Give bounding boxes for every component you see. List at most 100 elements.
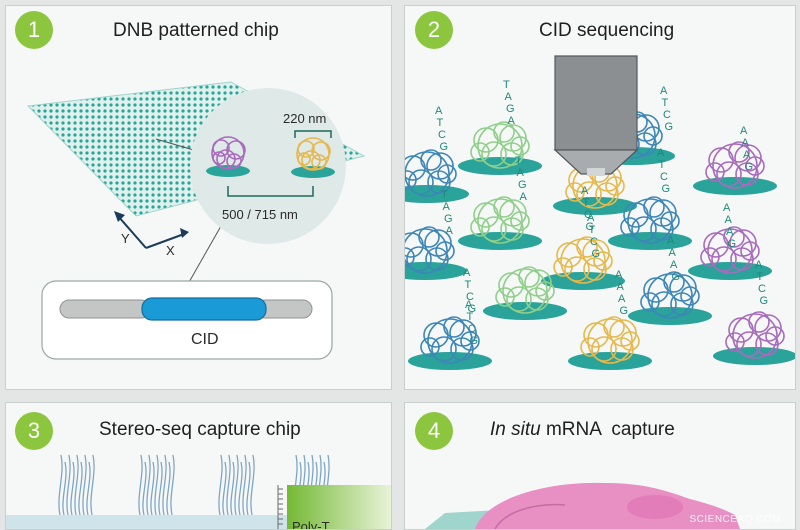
gradient-legend bbox=[287, 485, 391, 529]
pitch-label: 500 / 715 nm bbox=[222, 207, 298, 222]
base-letter: G bbox=[444, 213, 453, 225]
base-letter: T bbox=[662, 97, 669, 109]
dnb-cluster bbox=[408, 316, 492, 370]
capture-probe-strand bbox=[62, 461, 67, 516]
base-letter: G bbox=[470, 335, 479, 347]
panel-dnb-patterned-chip: 1 DNB patterned chip Y X bbox=[5, 5, 392, 390]
panel-in-situ-mrna-capture: 4 In situ mRNA capture SCIENCEAQ.COM bbox=[404, 402, 796, 530]
capture-probe-strand bbox=[162, 454, 167, 516]
base-letter: A bbox=[581, 185, 589, 197]
capture-probe-strand bbox=[242, 454, 247, 516]
capture-probe-strand bbox=[154, 454, 159, 516]
dnb-purple bbox=[211, 136, 246, 170]
base-letter: A bbox=[660, 85, 668, 97]
panel-stereo-seq-capture-chip: 3 Stereo-seq capture chip Poly-T bbox=[5, 402, 392, 530]
size-bracket bbox=[294, 130, 332, 138]
base-letter: A bbox=[755, 259, 763, 271]
base-letter: T bbox=[467, 311, 474, 323]
panel-4-title-italic: In situ bbox=[490, 419, 541, 440]
capture-probe-strand bbox=[146, 454, 151, 516]
base-letter: A bbox=[463, 267, 471, 279]
dnb-cluster bbox=[458, 121, 542, 175]
ruler-ticks bbox=[278, 488, 283, 525]
sequencer-objective bbox=[553, 55, 639, 176]
poly-t-partial-label: Poly-T bbox=[292, 519, 330, 530]
base-letter: G bbox=[440, 141, 449, 153]
dnb-cluster bbox=[405, 226, 467, 280]
base-letter: G bbox=[586, 221, 595, 233]
base-letter: A bbox=[740, 125, 748, 137]
base-letter: C bbox=[660, 171, 668, 183]
x-axis-arrow-icon bbox=[180, 228, 189, 238]
panel-1-number-badge: 1 bbox=[15, 11, 53, 49]
panel-4-title-rest: mRNA capture bbox=[540, 419, 675, 440]
capture-probe-strand bbox=[78, 461, 83, 516]
dnb-pad-left bbox=[206, 165, 250, 177]
base-letter: A bbox=[743, 149, 751, 161]
capture-probe-strand bbox=[218, 454, 223, 516]
y-axis-arrow-icon bbox=[114, 211, 125, 222]
capture-probe-strand bbox=[90, 454, 95, 516]
base-letter: C bbox=[663, 109, 671, 121]
base-letter: A bbox=[587, 212, 595, 224]
zoom-circle bbox=[190, 88, 346, 244]
cid-label: CID bbox=[191, 331, 219, 348]
dnb-yellow bbox=[296, 137, 331, 171]
capture-probe-strand bbox=[150, 461, 155, 516]
dnb-cluster bbox=[608, 196, 692, 250]
dnb-cluster bbox=[541, 236, 625, 290]
base-letter: A bbox=[657, 147, 665, 159]
base-letter: T bbox=[659, 159, 666, 171]
capture-probe-strand bbox=[82, 454, 87, 516]
dnb-pad-right bbox=[291, 166, 335, 178]
base-letter: T bbox=[465, 279, 472, 291]
axis-x-label: X bbox=[166, 243, 175, 258]
base-letter: G bbox=[592, 248, 601, 260]
base-letter: G bbox=[672, 271, 681, 283]
base-letter: C bbox=[438, 129, 446, 141]
capture-probe-strand bbox=[142, 461, 147, 516]
watermark: SCIENCEAQ.COM bbox=[689, 514, 781, 525]
cid-barcode-segment bbox=[141, 297, 267, 321]
capture-probe-strand bbox=[246, 461, 251, 516]
dnb-cluster bbox=[628, 271, 712, 325]
capture-probe-strand bbox=[58, 454, 63, 516]
tissue-lobe bbox=[627, 495, 683, 519]
base-letter: G bbox=[620, 305, 629, 317]
capture-probe-strand bbox=[166, 461, 171, 516]
dnb-size-label: 220 nm bbox=[283, 111, 326, 126]
capture-probe-strand bbox=[170, 454, 175, 516]
dnb-cluster bbox=[405, 149, 469, 203]
cid-adapter-left bbox=[59, 299, 151, 319]
base-letter: A bbox=[446, 225, 454, 237]
base-letter: A bbox=[435, 105, 443, 117]
base-letter: G bbox=[468, 303, 477, 315]
base-letter: A bbox=[465, 299, 473, 311]
base-letter: T bbox=[441, 189, 448, 201]
dnb-cluster bbox=[688, 226, 772, 280]
panel-4-number-badge: 4 bbox=[415, 412, 453, 450]
base-letter: G bbox=[760, 295, 769, 307]
zoom-line-bottom bbox=[183, 225, 222, 292]
base-letter: A bbox=[517, 167, 525, 179]
base-letter: T bbox=[437, 117, 444, 129]
tissue-section-fold bbox=[494, 503, 566, 529]
base-letter: T bbox=[503, 79, 510, 91]
base-letter: T bbox=[583, 197, 590, 209]
panel-3-number-badge: 3 bbox=[15, 412, 53, 450]
capture-probe-strand bbox=[234, 454, 239, 516]
base-letter: C bbox=[468, 323, 476, 335]
dnb-cluster bbox=[693, 141, 777, 195]
base-letter: T bbox=[589, 224, 596, 236]
capture-chip-illustration: Poly-T bbox=[6, 454, 391, 530]
panel-3-title: Stereo-seq capture chip bbox=[99, 419, 301, 440]
base-letter: T bbox=[757, 271, 764, 283]
base-letter: A bbox=[617, 281, 625, 293]
base-letter: C bbox=[466, 291, 474, 303]
base-letter: C bbox=[758, 283, 766, 295]
dnb-cluster bbox=[483, 266, 567, 320]
capture-probe-strand bbox=[230, 461, 235, 516]
capture-probe-strand bbox=[86, 461, 91, 516]
